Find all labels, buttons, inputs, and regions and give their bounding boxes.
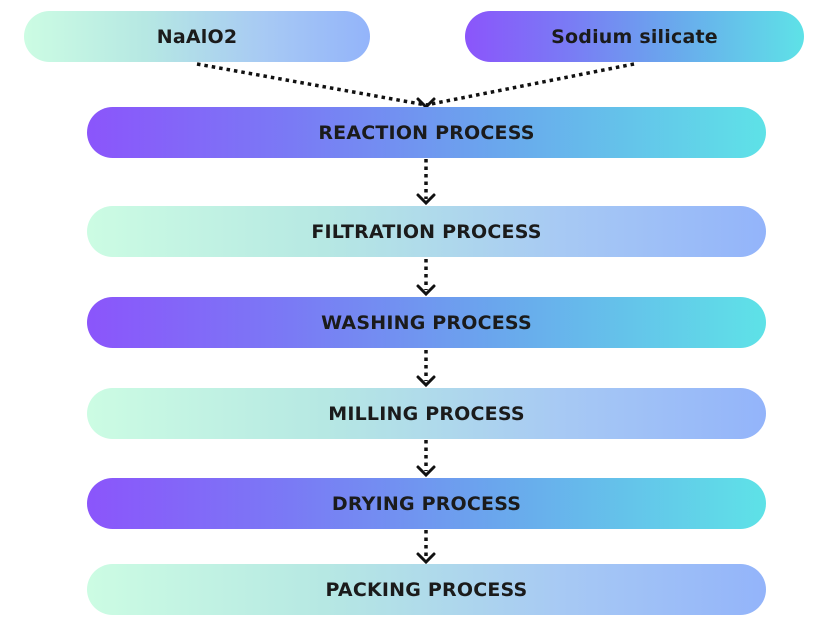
connector-silicate-to-reaction xyxy=(425,62,635,107)
connector-naalo2-to-reaction xyxy=(196,62,427,107)
step-milling: MILLING PROCESS xyxy=(87,388,766,439)
step-milling-label: MILLING PROCESS xyxy=(328,402,525,425)
step-reaction: REACTION PROCESS xyxy=(87,107,766,158)
step-filtration: FILTRATION PROCESS xyxy=(87,206,766,257)
arrowhead-filtration xyxy=(416,193,436,206)
input-sodium-silicate: Sodium silicate xyxy=(465,11,804,62)
step-washing: WASHING PROCESS xyxy=(87,297,766,348)
arrowhead-milling xyxy=(416,375,436,388)
step-washing-label: WASHING PROCESS xyxy=(321,311,532,334)
step-packing: PACKING PROCESS xyxy=(87,564,766,615)
step-drying: DRYING PROCESS xyxy=(87,478,766,529)
arrowhead-packing xyxy=(416,552,436,565)
input-sodium-silicate-label: Sodium silicate xyxy=(551,25,718,48)
step-drying-label: DRYING PROCESS xyxy=(331,492,522,515)
step-reaction-label: REACTION PROCESS xyxy=(318,121,535,144)
arrowhead-reaction xyxy=(416,97,436,110)
arrowhead-washing xyxy=(416,284,436,297)
input-naalo2: NaAlO2 xyxy=(24,11,370,62)
step-packing-label: PACKING PROCESS xyxy=(325,578,528,601)
input-naalo2-label: NaAlO2 xyxy=(156,25,238,48)
step-filtration-label: FILTRATION PROCESS xyxy=(311,220,542,243)
arrowhead-drying xyxy=(416,465,436,478)
